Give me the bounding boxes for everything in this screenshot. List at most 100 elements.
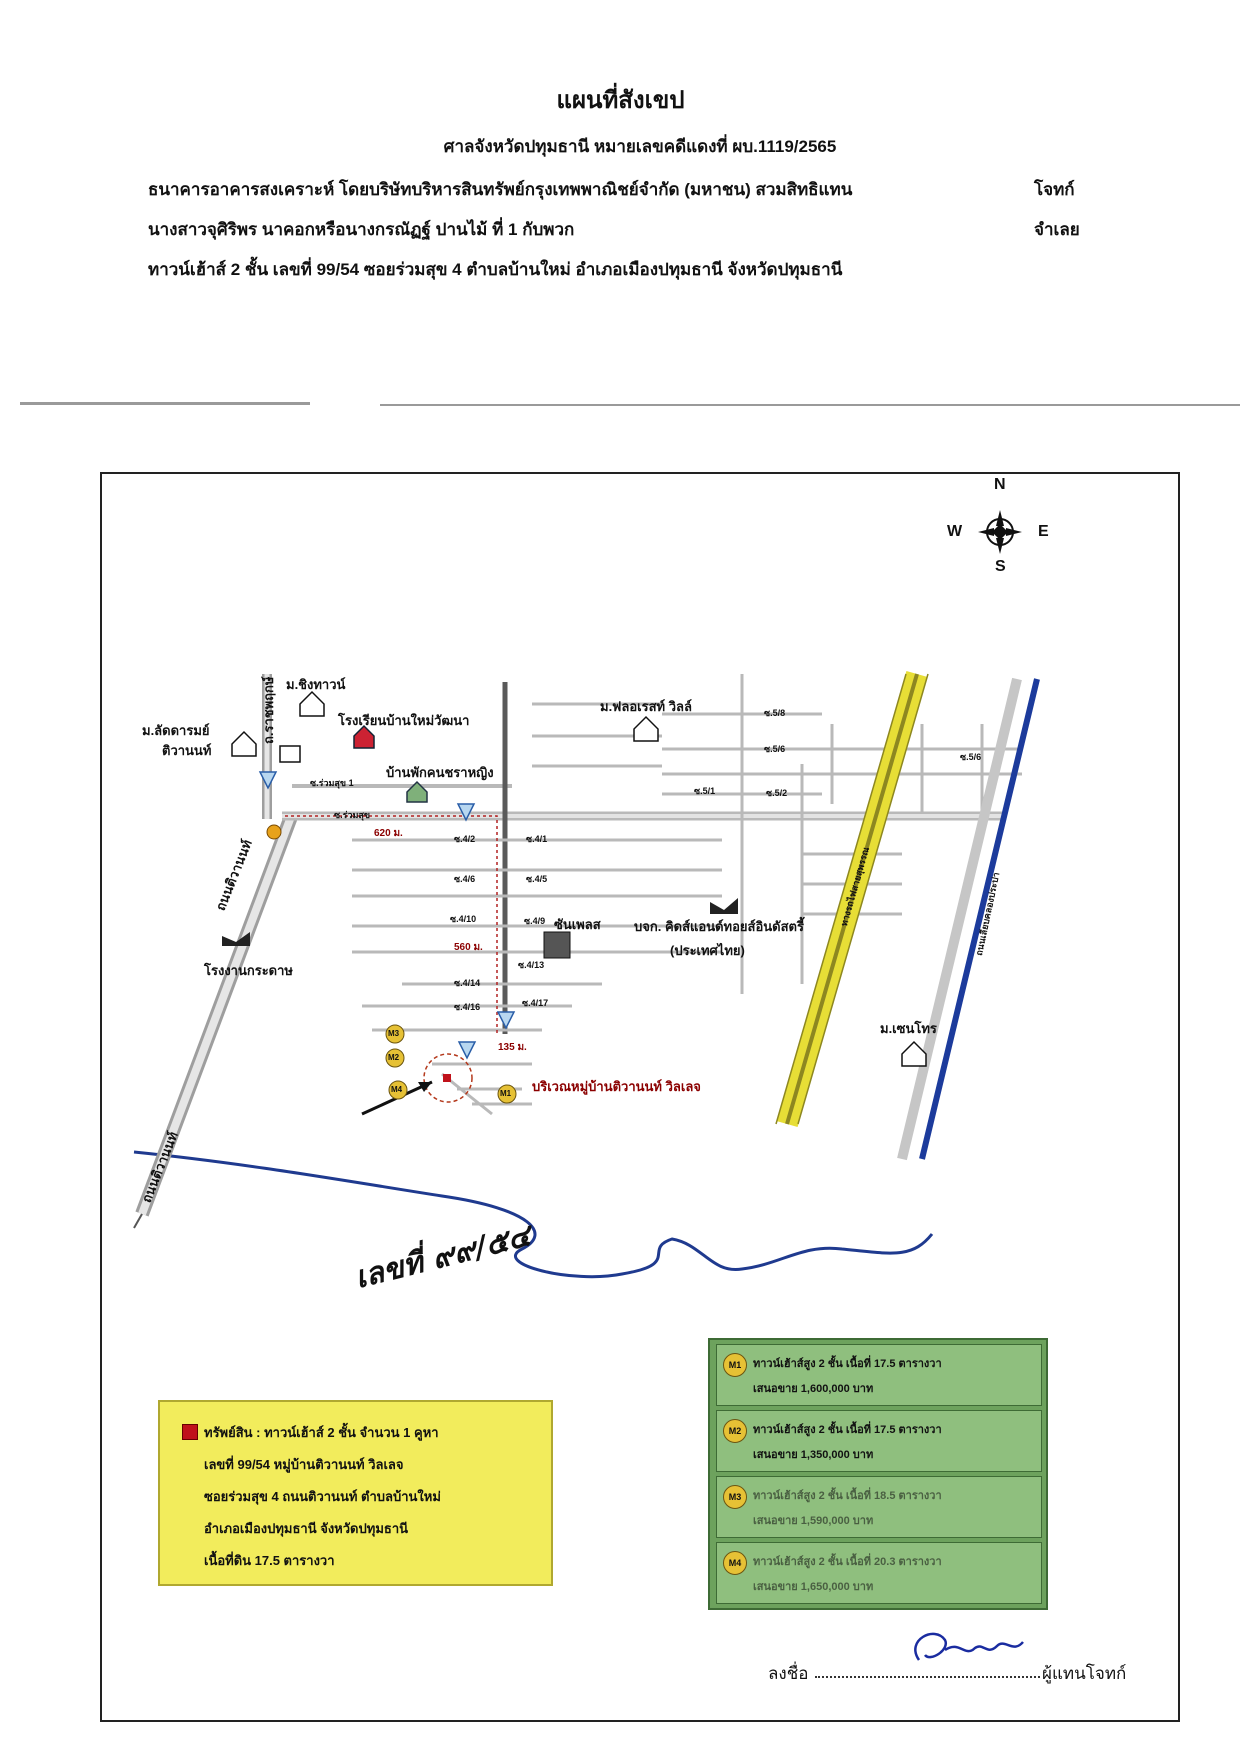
soi-label-4-17: ซ.4/17 — [522, 998, 549, 1008]
subject-circle — [423, 1053, 473, 1103]
court-case-line: ศาลจังหวัดปทุมธานี หมายเลขคดีแดงที่ ผบ.1… — [443, 137, 837, 156]
village-streets — [432, 1062, 532, 1116]
distance-620: 620 ม. — [374, 828, 403, 839]
label-village-area: บริเวณหมู่บ้านติวานนท์ วิลเลจ — [532, 1079, 701, 1094]
comparable-markers — [385, 1024, 517, 1104]
compass-w: W — [947, 523, 963, 540]
property-line: ทาวน์เฮ้าส์ 2 ชั้น เลขที่ 99/54 ซอยร่วมส… — [148, 260, 843, 279]
canal-blue — [919, 678, 1040, 1160]
map-frame: N S E W ม.ชิงทาวน์ ม.ลัดดารมย์ ติวานนท์ … — [100, 472, 1180, 1722]
comparables-legend-box: M1 ทาวน์เฮ้าส์สูง 2 ชั้น เนื้อที่ 17.5 ต… — [708, 1338, 1048, 1610]
label-ching-town: ม.ชิงทาวน์ — [286, 677, 346, 692]
soi-label-4-9: ซ.4/9 — [524, 916, 546, 926]
distance-135: 135 ม. — [498, 1042, 527, 1053]
label-elderly-home: บ้านพักคนชราหญิง — [386, 765, 494, 780]
label-ladda: ม.ลัดดารมย์ — [142, 723, 210, 738]
label-road-north: ถ.ราชพฤกษ์ — [261, 676, 276, 744]
comparable-badge: M1 — [723, 1353, 747, 1377]
label-kids-company: บจก. คิดส์แอนด์ทอยส์อินดัสตรี้ — [634, 919, 804, 934]
route-line — [285, 815, 498, 1034]
asset-line-2: เลขที่ 99/54 หมู่บ้านติวานนท์ วิลเลจ — [204, 1457, 404, 1472]
separator-left — [20, 402, 310, 405]
elderly-home-icon — [406, 780, 428, 803]
signature-role: ผู้แทนโจทก์ — [1042, 1664, 1127, 1683]
comparable-price: เสนอขาย 1,590,000 บาท — [753, 1515, 874, 1527]
comparable-row: M2 ทาวน์เฮ้าส์สูง 2 ชั้น เนื้อที่ 17.5 ต… — [716, 1410, 1042, 1472]
asset-line-4: อำเภอเมืองปทุมธานี จังหวัดปทุมธานี — [204, 1521, 409, 1536]
marker-m4: M4 — [391, 1085, 403, 1094]
signature-label: ลงชื่อ — [768, 1664, 809, 1683]
gas-station-icon — [266, 824, 282, 840]
distance-560: 560 ม. — [454, 942, 483, 953]
soi-label-4-1: ซ.4/1 — [526, 834, 548, 844]
label-school: โรงเรียนบ้านใหม่วัฒนา — [338, 713, 470, 728]
tiwanon-south-arrow — [133, 1213, 143, 1229]
hospital-icon — [279, 745, 301, 763]
compass-n: N — [994, 476, 1006, 493]
soi-label-4-10: ซ.4/10 — [450, 914, 477, 924]
soi-label-4-6: ซ.4/6 — [454, 874, 476, 884]
compass-rose-icon — [978, 510, 1022, 554]
factory-icon-2 — [710, 898, 738, 914]
comparable-badge: M3 — [723, 1485, 747, 1509]
comparable-row: M3 ทาวน์เฮ้าส์สูง 2 ชั้น เนื้อที่ 18.5 ต… — [716, 1476, 1042, 1538]
soi-label-5-6a: ซ.5/6 — [764, 744, 786, 754]
plaintiff-line: ธนาคารอาคารสงเคราะห์ โดยบริษัทบริหารสินท… — [148, 180, 853, 199]
soi-label-5-1: ซ.5/1 — [694, 786, 716, 796]
comparable-badge: M2 — [723, 1419, 747, 1443]
soi-label-4-14: ซ.4/14 — [454, 978, 481, 988]
village-icon — [231, 690, 927, 1067]
handwritten-signature — [914, 1632, 1024, 1661]
asset-line-3: ซอยร่วมสุข 4 ถนนติวานนท์ ตำบลบ้านใหม่ — [204, 1489, 441, 1504]
comparable-price: เสนอขาย 1,350,000 บาท — [753, 1449, 874, 1461]
label-paper-factory: โรงงานกระดาษ — [204, 963, 293, 978]
label-senthon: ม.เซนโทร — [880, 1021, 937, 1036]
soi-label-main: ซ.ร่วมสุข — [334, 810, 371, 820]
marker-m2: M2 — [388, 1053, 400, 1062]
marker-m1: M1 — [500, 1089, 512, 1098]
label-ladda-2: ติวานนท์ — [162, 743, 212, 758]
compass-s: S — [995, 558, 1006, 575]
branch-sois — [352, 702, 722, 1032]
asset-marker — [443, 1074, 451, 1082]
comparable-desc: ทาวน์เฮ้าส์สูง 2 ชั้น เนื้อที่ 18.5 ตารา… — [753, 1490, 942, 1502]
soi-label-5-6b: ซ.5/6 — [960, 752, 982, 762]
traffic-light-icon — [258, 771, 516, 1060]
comparable-badge: M4 — [723, 1551, 747, 1575]
comparable-price: เสนอขาย 1,600,000 บาท — [753, 1383, 874, 1395]
asset-line-5: เนื้อที่ดิน 17.5 ตารางวา — [204, 1553, 335, 1568]
factory-icon — [222, 932, 250, 946]
compass-e: E — [1038, 523, 1049, 540]
defendant-role: จำเลย — [1034, 220, 1080, 239]
soi-label-4-5: ซ.4/5 — [526, 874, 548, 884]
marker-m3: M3 — [388, 1029, 400, 1038]
soi-label-5-2: ซ.5/2 — [766, 788, 788, 798]
soi-label-4-2: ซ.4/2 — [454, 834, 476, 844]
soi-label-4-16: ซ.4/16 — [454, 1002, 481, 1012]
signature-dotted-line — [815, 1676, 1040, 1678]
defendant-line: นางสาวจุศิริพร นาคอกหรือนางกรณัฏฐ์ ปานไม… — [148, 220, 575, 239]
label-sun-place: ซันเพลส — [554, 917, 601, 932]
page-title: แผนที่สังเขป — [556, 87, 685, 114]
comparable-desc: ทาวน์เฮ้าส์สูง 2 ชั้น เนื้อที่ 20.3 ตารา… — [753, 1556, 942, 1568]
soi-label-4-13: ซ.4/13 — [518, 960, 545, 970]
asset-marker-swatch — [182, 1424, 198, 1440]
label-florest: ม.ฟลอเรสท์ วิลล์ — [600, 699, 692, 714]
canal-road — [897, 677, 1022, 1161]
soi-label-5-8: ซ.5/8 — [764, 708, 786, 718]
map-canvas — [133, 510, 1040, 1279]
comparable-row: M1 ทาวน์เฮ้าส์สูง 2 ชั้น เนื้อที่ 17.5 ต… — [716, 1344, 1042, 1406]
building-icon — [543, 931, 571, 959]
comparable-price: เสนอขาย 1,650,000 บาท — [753, 1581, 874, 1593]
comparable-desc: ทาวน์เฮ้าส์สูง 2 ชั้น เนื้อที่ 17.5 ตารา… — [753, 1358, 942, 1370]
river — [133, 1150, 934, 1279]
asset-legend-box: ทรัพย์สิน : ทาวน์เฮ้าส์ 2 ชั้น จำนวน 1 ค… — [158, 1400, 553, 1586]
label-kids-company-2: (ประเทศไทย) — [670, 943, 745, 958]
soi-label-1: ซ.ร่วมสุข 1 — [310, 778, 354, 788]
comparable-desc: ทาวน์เฮ้าส์สูง 2 ชั้น เนื้อที่ 17.5 ตารา… — [753, 1424, 942, 1436]
asset-line-1: ทรัพย์สิน : ทาวน์เฮ้าส์ 2 ชั้น จำนวน 1 ค… — [204, 1425, 439, 1440]
comparable-row: M4 ทาวน์เฮ้าส์สูง 2 ชั้น เนื้อที่ 20.3 ต… — [716, 1542, 1042, 1604]
separator-right — [380, 404, 1240, 406]
plaintiff-role: โจทก์ — [1034, 180, 1075, 199]
school-icon — [353, 724, 375, 749]
